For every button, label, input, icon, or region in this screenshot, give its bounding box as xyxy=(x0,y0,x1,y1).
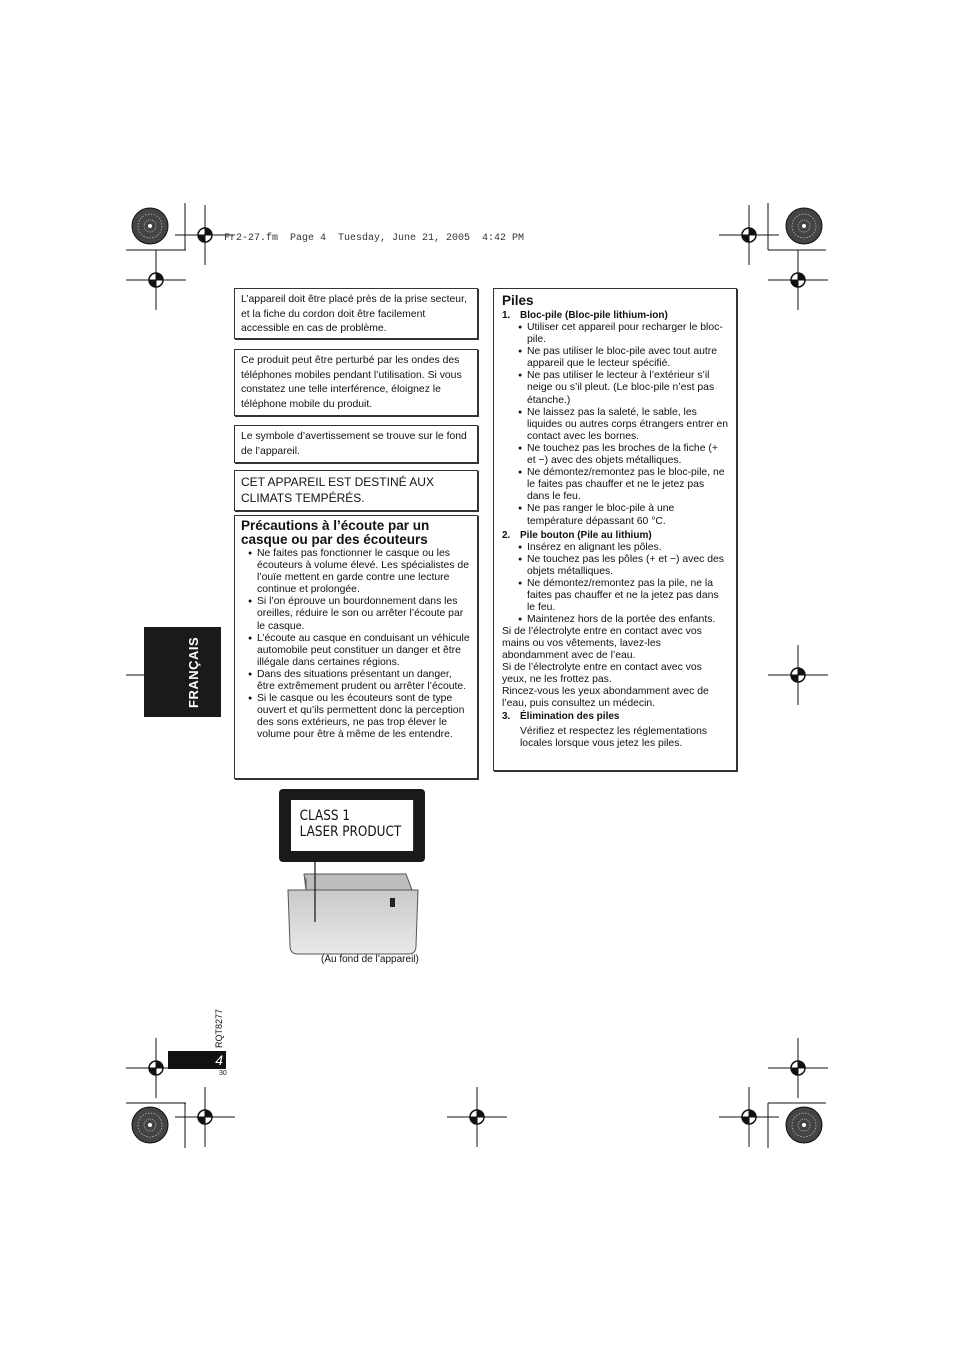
list-item: Ne pas utiliser le bloc-pile avec tout a… xyxy=(518,346,728,370)
list-item: Ne démontez/remontez pas le bloc-pile, n… xyxy=(518,467,728,503)
section-2-title: Pile bouton (Pile au lithium) xyxy=(520,529,652,541)
list-item: Ne faites pas fonctionner le casque ou l… xyxy=(248,548,471,596)
notice-warning-symbol: Le symbole d’avertissement se trouve sur… xyxy=(234,425,478,463)
device-bottom-illustration xyxy=(287,860,419,955)
section-2-heading: 2. Pile bouton (Pile au lithium) xyxy=(502,530,728,542)
section-3-number: 3. xyxy=(502,711,511,723)
batteries-title: Piles xyxy=(502,293,534,308)
notice-climates: CET APPAREIL EST DESTINÉ AUX CLIMATS TEM… xyxy=(234,470,478,511)
section-1-number: 1. xyxy=(502,310,511,321)
notice-mobile-phones-text: Ce produit peut être perturbé par les on… xyxy=(241,355,462,410)
list-item: Ne pas ranger le bloc-pile à une tempéra… xyxy=(518,503,728,527)
headphones-title: Précautions à l’écoute par un casque ou … xyxy=(241,518,430,547)
list-item: Si le casque ou les écouteurs sont de ty… xyxy=(248,693,471,741)
section-1-list: Utiliser cet appareil pour recharger le … xyxy=(502,322,728,528)
file-header: Fr2-27.fm Page 4 Tuesday, June 21, 2005 … xyxy=(224,233,525,244)
headphones-section: Précautions à l’écoute par un casque ou … xyxy=(234,515,478,779)
small-page-number: 30 xyxy=(219,1070,227,1077)
laser-label: CLASS 1 LASER PRODUCT xyxy=(279,789,425,862)
section-3-text: Vérifiez et respectez les réglementation… xyxy=(520,726,708,750)
section-3-title: Élimination des piles xyxy=(520,711,620,723)
notice-climates-text: CET APPAREIL EST DESTINÉ AUX CLIMATS TEM… xyxy=(241,475,434,505)
notice-power-plug-text: L’appareil doit être placé près de la pr… xyxy=(241,294,467,334)
language-tab-label: FRANÇAIS xyxy=(186,636,201,708)
list-item: Maintenez hors de la portée des enfants. xyxy=(518,614,728,626)
list-item: Ne démontez/remontez pas la pile, ne la … xyxy=(518,578,728,614)
list-item: Dans des situations présentant un danger… xyxy=(248,669,471,693)
language-tab: FRANÇAIS xyxy=(144,627,221,717)
list-item: Ne touchez pas les broches de la fiche (… xyxy=(518,443,728,467)
list-item: Insérez en alignant les pôles. xyxy=(518,542,728,554)
illustration-caption: (Au fond de l’appareil) xyxy=(321,954,419,965)
laser-label-line2: LASER PRODUCT xyxy=(299,824,402,840)
list-item: Ne laissez pas la saleté, le sable, les … xyxy=(518,407,728,443)
section-3-heading: 3. Élimination des piles xyxy=(502,711,728,723)
section-1-title: Bloc-pile (Bloc-pile lithium-ion) xyxy=(520,310,668,321)
document-code: RQT8277 xyxy=(214,1008,224,1048)
section-2-number: 2. xyxy=(502,529,511,541)
section-1-heading: 1. Bloc-pile (Bloc-pile lithium-ion) xyxy=(502,310,728,322)
page-number: 4 xyxy=(168,1051,226,1069)
section-2-list: Insérez en alignant les pôles. Ne touche… xyxy=(502,542,728,627)
headphones-list: Ne faites pas fonctionner le casque ou l… xyxy=(241,548,471,742)
laser-label-inner: CLASS 1 LASER PRODUCT xyxy=(291,800,414,851)
list-item: Utiliser cet appareil pour recharger le … xyxy=(518,322,728,346)
electrolyte-eyes: Si de l’électrolyte entre en contact ave… xyxy=(502,662,702,686)
batteries-section: Piles 1. Bloc-pile (Bloc-pile lithium-ion… xyxy=(493,288,737,771)
list-item: Si l’on éprouve un bourdonnement dans le… xyxy=(248,596,471,632)
notice-power-plug: L’appareil doit être placé près de la pr… xyxy=(234,288,478,339)
notice-warning-symbol-text: Le symbole d’avertissement se trouve sur… xyxy=(241,431,467,457)
list-item: Ne touchez pas les pôles (+ et −) avec d… xyxy=(518,554,728,578)
list-item: L’écoute au casque en conduisant un véhi… xyxy=(248,633,471,669)
list-item: Ne pas utiliser le lecteur à l’extérieur… xyxy=(518,370,728,406)
notice-mobile-phones: Ce produit peut être perturbé par les on… xyxy=(234,349,478,416)
rinse-eyes: Rincez-vous les yeux abondamment avec de… xyxy=(502,686,709,710)
electrolyte-hands: Si de l’électrolyte entre en contact ave… xyxy=(502,626,702,662)
laser-label-line1: CLASS 1 xyxy=(299,808,351,824)
